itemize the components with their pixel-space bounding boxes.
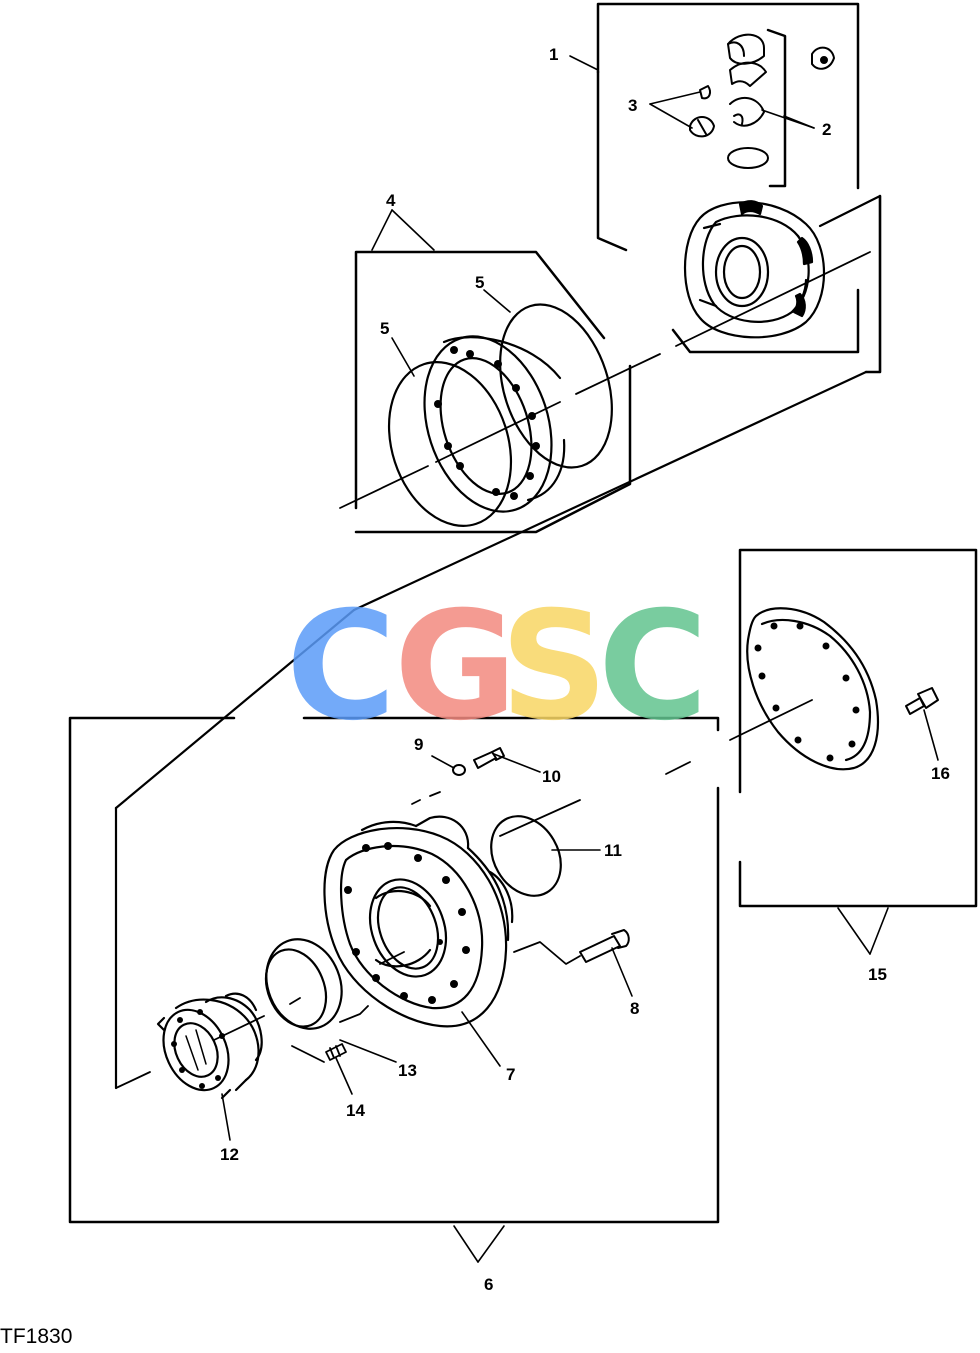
part-2-piece <box>811 46 835 70</box>
part-15-cover <box>746 607 880 771</box>
part-13-ring <box>264 938 343 1030</box>
part-16-plug <box>905 687 939 715</box>
leader-lines <box>221 55 939 1263</box>
callout-13: 13 <box>398 1061 417 1080</box>
watermark-letter-1: C <box>286 580 396 754</box>
callout-12: 12 <box>220 1145 239 1164</box>
group-6-bracket <box>68 716 720 1224</box>
part-2-shim-set <box>727 33 769 169</box>
group-1-bracket <box>596 2 882 374</box>
axis-line-top <box>339 251 871 509</box>
watermark-letter-4: C <box>598 580 708 754</box>
rotor-assembly <box>684 200 825 339</box>
callout-14: 14 <box>346 1101 365 1120</box>
callout-5-left: 5 <box>380 319 389 338</box>
callout-10: 10 <box>542 767 561 786</box>
part-11-o-ring <box>490 815 562 897</box>
callout-8: 8 <box>630 999 639 1018</box>
part-12-hub <box>156 992 263 1100</box>
connector-line <box>114 194 882 1090</box>
part-4-ring <box>423 335 566 513</box>
callout-15: 15 <box>868 965 887 984</box>
group-4-bracket <box>354 250 632 534</box>
callout-11: 11 <box>604 841 622 860</box>
callout-9: 9 <box>414 735 423 754</box>
callout-2: 2 <box>822 120 831 139</box>
group-15-bracket <box>738 548 978 908</box>
callout-1: 1 <box>549 45 558 64</box>
part-8-bolt <box>579 929 630 963</box>
axis-line-bottom <box>115 699 813 1089</box>
callout-16: 16 <box>931 764 950 783</box>
part-5-seal-right <box>499 303 613 469</box>
watermark-logo: C G S C <box>286 580 708 754</box>
part-9-washer <box>452 764 466 776</box>
callout-3: 3 <box>628 96 637 115</box>
callout-labels: 1 2 3 4 5 5 6 7 8 9 10 11 12 13 14 15 16 <box>220 45 950 1294</box>
part-7-housing <box>323 815 514 1028</box>
figure-id: TF1830 <box>0 1325 72 1348</box>
part-5-seal-left <box>387 361 513 527</box>
callout-5-right: 5 <box>475 273 484 292</box>
part-10-bolt <box>473 747 505 769</box>
group-2-bracket <box>766 28 787 188</box>
callout-6: 6 <box>484 1275 493 1294</box>
callout-4: 4 <box>386 191 396 210</box>
part-3-keys <box>689 85 715 138</box>
watermark-letter-2: G <box>394 580 517 754</box>
part-14-spring <box>325 1043 347 1061</box>
callout-7: 7 <box>506 1065 515 1084</box>
watermark-letter-3: S <box>500 580 608 754</box>
